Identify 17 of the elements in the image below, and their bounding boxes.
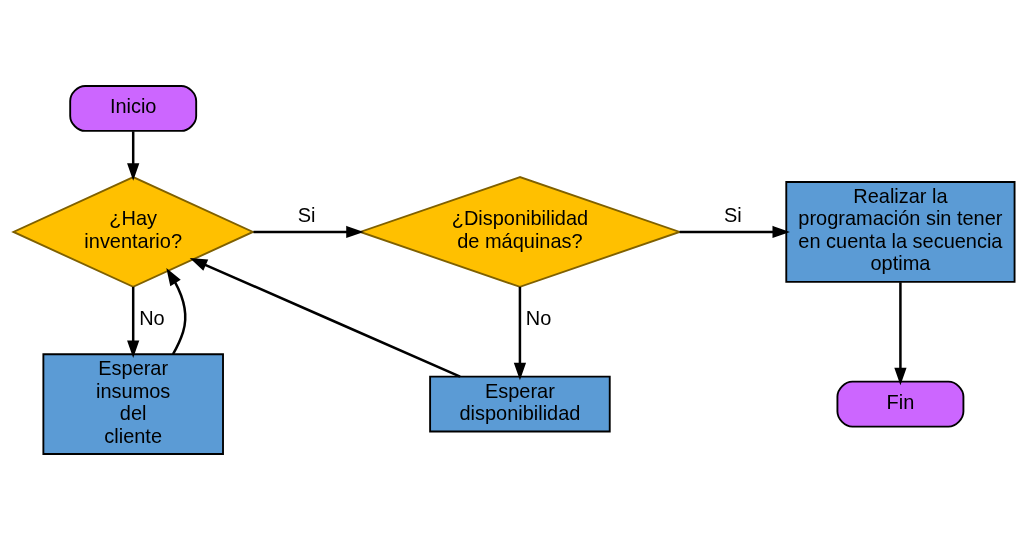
edge-label: Si bbox=[297, 203, 316, 226]
node-box: Realizar la programación sin tener en cuenta la secuencia optima bbox=[785, 181, 1016, 283]
edge-label: No bbox=[139, 307, 165, 330]
arrow bbox=[127, 131, 140, 181]
edge-label: No bbox=[525, 307, 552, 330]
arrow bbox=[894, 282, 907, 386]
arrow bbox=[127, 286, 140, 358]
edge-label: Si bbox=[724, 203, 742, 226]
arrow bbox=[513, 286, 527, 381]
arrow bbox=[166, 268, 187, 355]
arrow bbox=[189, 258, 461, 378]
node-box: Inicio bbox=[69, 85, 198, 132]
arrow bbox=[253, 225, 364, 239]
node-box: Fin bbox=[836, 380, 965, 428]
node-box: Esperar insumos del cliente bbox=[42, 353, 224, 455]
node-box: Esperar disponibilidad bbox=[429, 375, 611, 433]
arrow bbox=[679, 225, 790, 239]
